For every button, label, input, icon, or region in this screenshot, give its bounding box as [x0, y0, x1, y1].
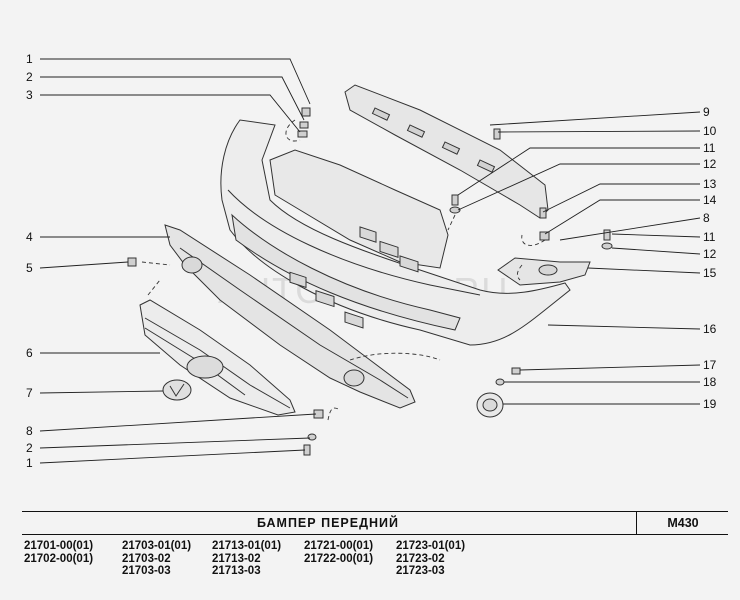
callout-6: 6 [26, 346, 33, 360]
callout-16: 16 [703, 322, 717, 336]
callouts-right: 9 10 11 12 13 14 8 11 12 15 16 17 18 19 [703, 105, 717, 411]
model-column-2: 21703-01(01) 21703-02 21703-03 [122, 540, 191, 578]
model-column-4: 21721-00(01) 21722-00(01) [304, 540, 373, 565]
diagram-title: БАМПЕР ПЕРЕДНИЙ [257, 516, 399, 530]
model-code: 21703-02 [122, 552, 171, 565]
model-column-1: 21701-00(01) 21702-00(01) [24, 540, 93, 565]
callout-9: 9 [703, 105, 710, 119]
callout-19: 19 [703, 397, 717, 411]
side-bracket [497, 257, 591, 286]
callout-14: 14 [703, 193, 717, 207]
callout-11: 11 [703, 141, 716, 155]
callout-2b: 2 [26, 441, 33, 455]
callout-12: 12 [703, 157, 717, 171]
title-divider [636, 512, 637, 534]
model-code: 21701-00(01) [24, 540, 94, 552]
parts-diagram: 1 2 3 4 5 6 7 8 2 1 9 10 11 12 13 14 8 1… [26, 52, 717, 470]
title-bar: БАМПЕР ПЕРЕДНИЙ M430 [22, 511, 728, 535]
callout-10: 10 [703, 124, 717, 138]
model-code: 21713-01(01) [212, 540, 282, 552]
model-code: 21723-03 [396, 565, 445, 577]
model-code: 21722-00(01) [304, 552, 374, 565]
callout-7: 7 [26, 386, 33, 400]
diagram-code: M430 [667, 516, 699, 530]
callout-11b: 11 [703, 230, 716, 244]
grille [139, 299, 296, 416]
callout-8: 8 [26, 424, 33, 438]
grille-frame [164, 224, 416, 409]
model-code: 21723-01(01) [396, 540, 466, 552]
callout-15: 15 [703, 266, 717, 280]
callout-1: 1 [26, 52, 33, 66]
model-column-5: 21723-01(01) 21723-02 21723-03 [396, 540, 465, 578]
fog-light-cover [476, 392, 504, 418]
callout-5: 5 [26, 261, 33, 275]
callouts-left: 1 2 3 4 5 6 7 8 2 1 [26, 52, 33, 470]
emblem [162, 379, 192, 401]
leader-lines-right [457, 111, 701, 405]
model-code: 21721-00(01) [304, 540, 374, 552]
model-code: 21703-03 [122, 565, 171, 577]
callout-12b: 12 [703, 247, 717, 261]
model-column-3: 21713-01(01) 21713-02 21713-03 [212, 540, 281, 578]
bumper-cover [220, 119, 571, 346]
model-code: 21713-03 [212, 565, 261, 577]
callout-3: 3 [26, 88, 33, 102]
model-code: 21713-02 [212, 552, 261, 565]
model-code: 21703-01(01) [122, 540, 192, 552]
callout-18: 18 [703, 375, 717, 389]
callout-13: 13 [703, 177, 717, 191]
callout-1b: 1 [26, 456, 33, 470]
model-code: 21702-00(01) [24, 552, 94, 565]
callout-17: 17 [703, 358, 717, 372]
callout-8b: 8 [703, 211, 710, 225]
model-code: 21723-02 [396, 552, 445, 565]
callout-4: 4 [26, 230, 33, 244]
leader-lines-left [39, 58, 317, 464]
callout-2: 2 [26, 70, 33, 84]
